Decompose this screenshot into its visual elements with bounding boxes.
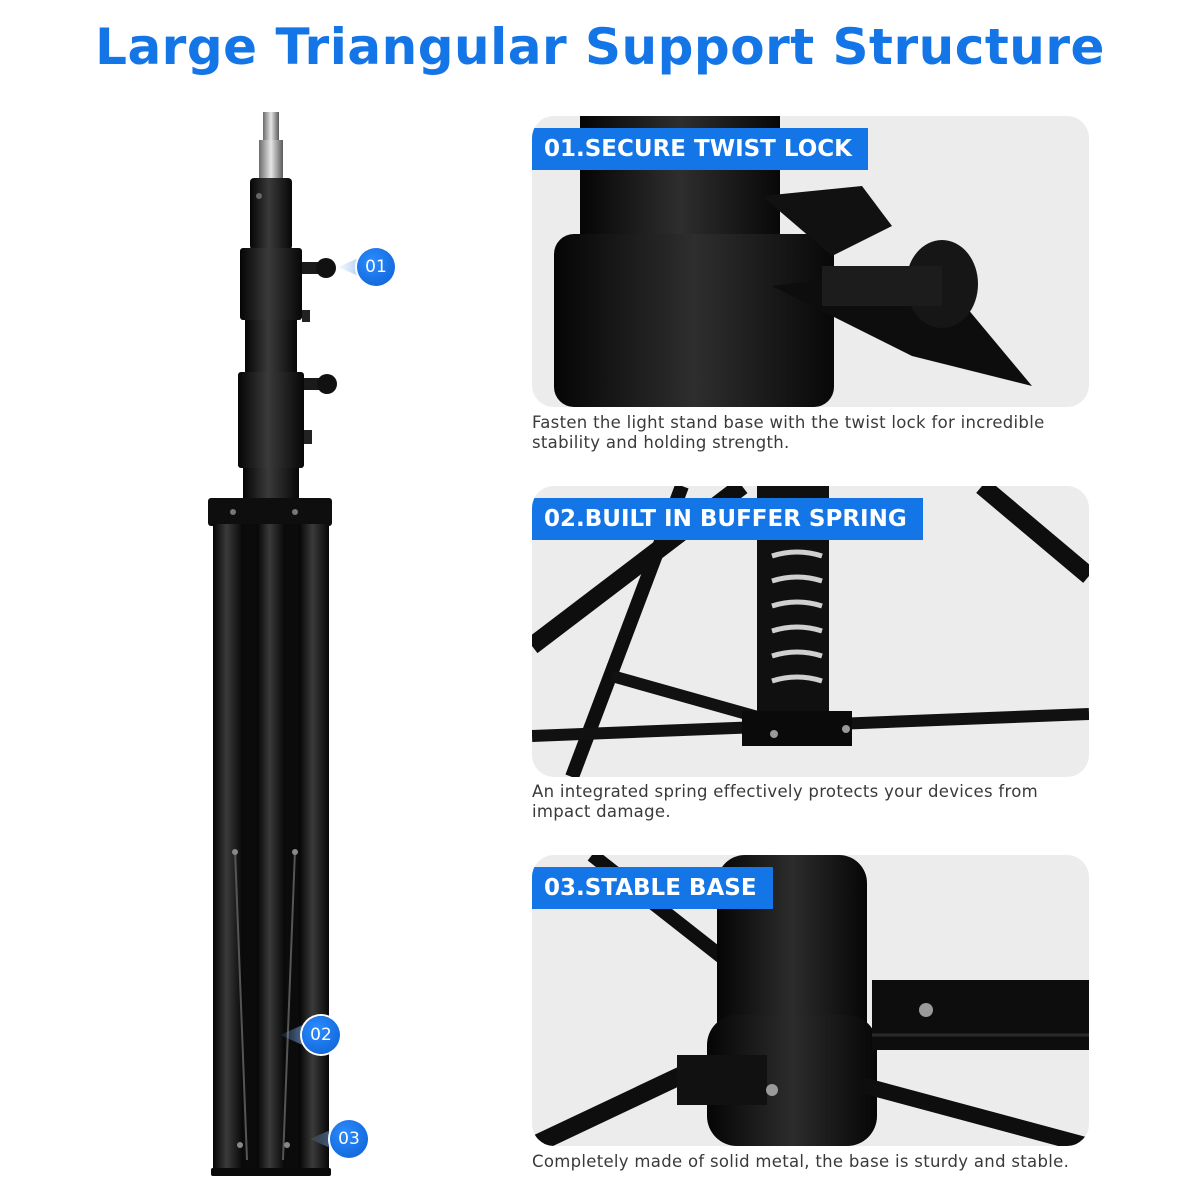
feature-tag: 02.BUILT IN BUFFER SPRING bbox=[532, 498, 923, 540]
feature-description: Completely made of solid metal, the base… bbox=[532, 1152, 1070, 1171]
callout-01: 01 bbox=[357, 248, 395, 286]
feature-description: Fasten the light stand base with the twi… bbox=[532, 413, 1045, 452]
feature-panel-twist-lock: 01.SECURE TWIST LOCK bbox=[532, 116, 1089, 407]
page-headline: Large Triangular Support Structure bbox=[95, 18, 1105, 76]
feature-tag: 01.SECURE TWIST LOCK bbox=[532, 128, 868, 170]
feature-panel-buffer-spring: 02.BUILT IN BUFFER SPRING bbox=[532, 486, 1089, 777]
feature-description: An integrated spring effectively protect… bbox=[532, 782, 1039, 821]
twist-lock-closeup-image bbox=[554, 116, 1032, 407]
callout-02: 02 bbox=[302, 1016, 340, 1054]
stable-base-closeup-image bbox=[532, 855, 1089, 1146]
light-stand-image bbox=[208, 112, 337, 1176]
callout-03: 03 bbox=[330, 1120, 368, 1158]
feature-tag: 03.STABLE BASE bbox=[532, 867, 773, 909]
feature-panel-stable-base: 03.STABLE BASE bbox=[532, 855, 1089, 1146]
